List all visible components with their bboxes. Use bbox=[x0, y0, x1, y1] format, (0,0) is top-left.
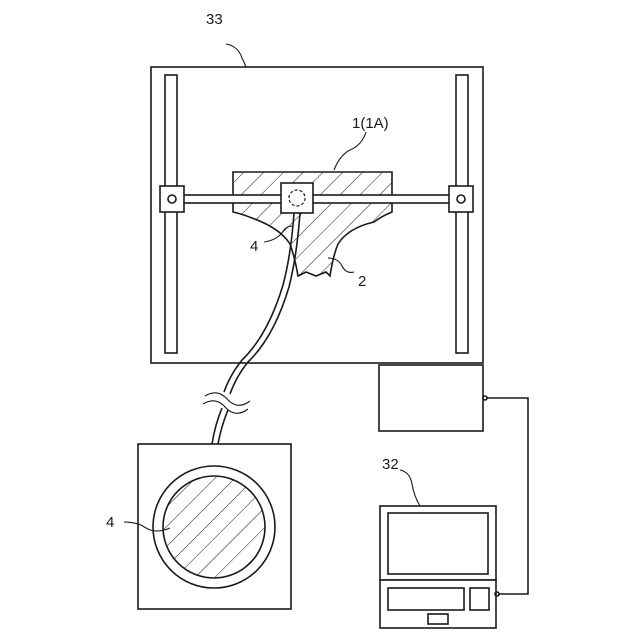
right-rail bbox=[456, 75, 468, 353]
left-rail bbox=[165, 75, 177, 353]
controller-port bbox=[483, 396, 487, 400]
right-slider bbox=[449, 186, 473, 212]
supply-material bbox=[163, 476, 265, 578]
tube-break-mark-lower bbox=[203, 401, 248, 413]
tube-lower-left bbox=[212, 408, 222, 444]
label-head: 1(1A) bbox=[352, 115, 389, 132]
label-computer: 32 bbox=[382, 456, 399, 473]
controller-box bbox=[379, 365, 483, 431]
gantry-bar bbox=[183, 195, 456, 203]
laptop-port bbox=[495, 592, 499, 596]
leader-frame bbox=[226, 44, 246, 67]
laptop-keyboard bbox=[388, 588, 464, 610]
label-tube-upper: 4 bbox=[250, 238, 258, 255]
tube-break-mark-upper bbox=[205, 393, 250, 405]
left-slider bbox=[160, 186, 184, 212]
label-frame: 33 bbox=[206, 11, 223, 28]
nozzle-carriage bbox=[281, 183, 313, 213]
leader-computer bbox=[400, 470, 420, 506]
laptop-screen bbox=[388, 513, 488, 574]
laptop-button bbox=[428, 614, 448, 624]
laptop-touchpad bbox=[470, 588, 489, 610]
label-print-object: 2 bbox=[358, 273, 366, 290]
label-tube-lower: 4 bbox=[106, 514, 114, 531]
